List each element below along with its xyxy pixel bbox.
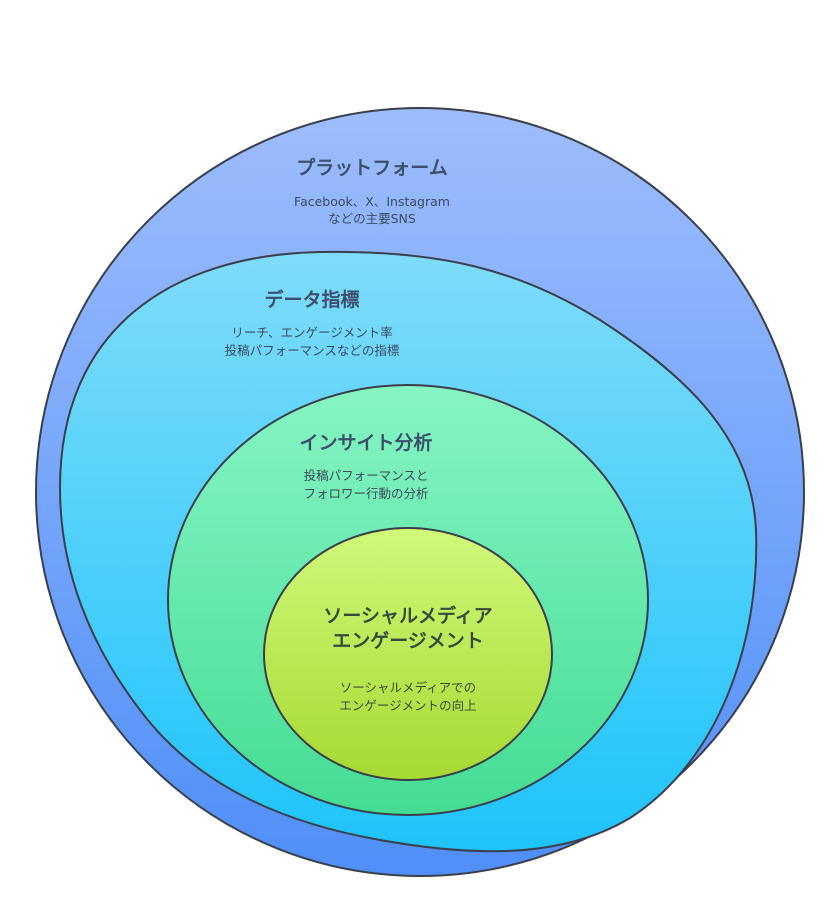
- layer-insight-analysis-desc-line2: フォロワー行動の分析: [303, 486, 428, 501]
- layer-core-engagement-title-line2: エンゲージメント: [332, 630, 484, 652]
- layer-platform-title: プラットフォーム: [296, 156, 447, 179]
- layer-data-metrics-desc-line1: リーチ、エンゲージメント率: [231, 325, 393, 340]
- layer-core-engagement-title-line1: ソーシャルメディア: [323, 604, 492, 627]
- layer-platform-desc-line1: Facebook、X、Instagram: [294, 194, 450, 209]
- layer-core-engagement-desc-line1: ソーシャルメディアでの: [340, 680, 476, 695]
- layer-insight-analysis-desc-line1: 投稿パフォーマンスと: [304, 468, 429, 483]
- layer-core-engagement: ソーシャルメディア エンゲージメント ソーシャルメディアでの エンゲージメントの…: [263, 527, 553, 781]
- layer-platform-desc-line2: などの主要SNS: [328, 211, 416, 226]
- layer-data-metrics-title: データ指標: [264, 288, 359, 311]
- layer-core-engagement-desc-line2: エンゲージメントの向上: [339, 698, 476, 713]
- layer-core-engagement-shape: [263, 527, 553, 781]
- layer-data-metrics-desc-line2: 投稿パフォーマンスなどの指標: [225, 343, 400, 358]
- layer-insight-analysis-title: インサイト分析: [299, 431, 432, 454]
